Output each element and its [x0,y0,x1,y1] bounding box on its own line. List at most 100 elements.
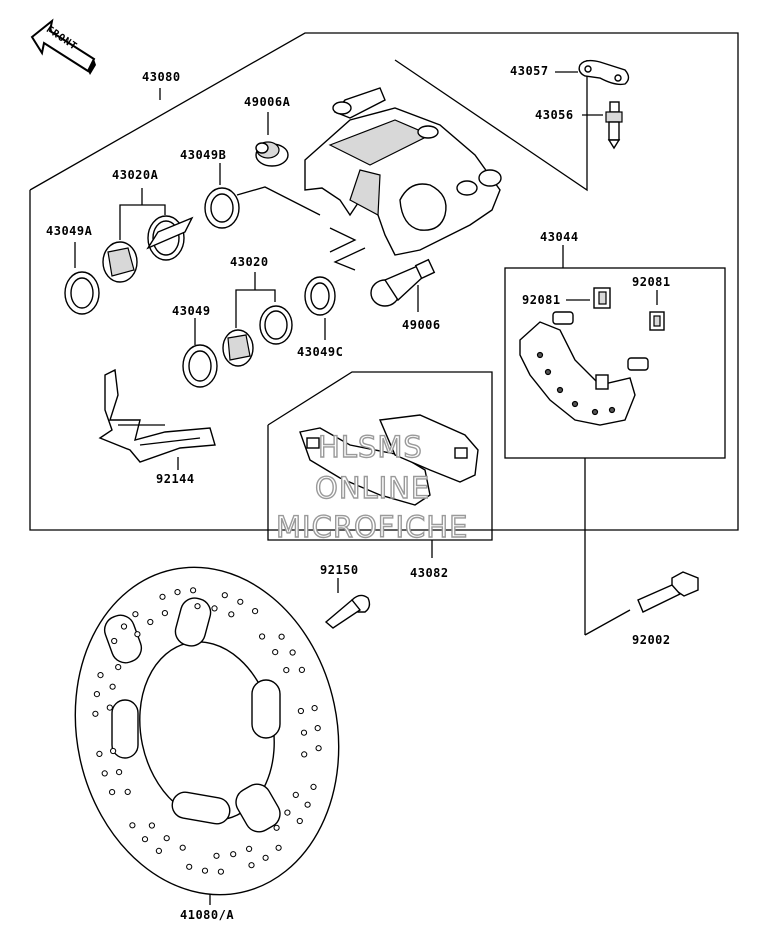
disc-hole [296,817,303,825]
label-43049: 43049 [172,304,211,318]
spring-92144 [98,368,216,463]
disc-hole [228,611,235,618]
label-43020: 43020 [230,255,269,269]
disc-hole [246,845,253,853]
label-49006A: 49006A [244,95,291,109]
label-43049C: 43049C [297,345,344,359]
label-43044: 43044 [540,230,579,244]
label-43049B: 43049B [180,148,227,162]
bolt-92002 [637,571,699,613]
disc-hole [116,769,123,776]
disc-hole [314,725,321,732]
disc-hole [237,598,244,605]
disc-hole [93,691,101,698]
bracket-43044 [519,311,649,426]
disc-hole [110,747,117,755]
label-43049A: 43049A [46,224,93,238]
clip-92081-a [593,287,611,309]
disc-hole [217,868,224,875]
disc-hole [109,789,116,796]
disc-hole [155,847,162,855]
label-43056: 43056 [535,108,574,122]
disc-hole [92,710,99,717]
disc-hole [304,801,311,808]
disc-hole [97,672,104,679]
disc-hole [211,605,218,612]
watermark-line1: HLSMS [317,430,423,464]
watermark-line3: MICROFICHE [275,510,469,544]
bolt-92150 [324,594,371,629]
piston-43020 [222,305,293,367]
bracket-frame [504,267,726,459]
disc-hole [111,637,118,645]
caliper-body [304,87,502,256]
seal-43049 [182,344,218,388]
disc-hole [129,822,136,829]
disc-hole [174,589,181,596]
disc-hole [315,745,322,752]
disc-hole [148,822,155,829]
disc-hole [311,705,318,712]
label-43057: 43057 [510,64,549,78]
disc-hole [147,618,154,626]
disc-hole [283,667,290,674]
disc-hole [289,649,296,656]
disc-hole [252,608,259,615]
disc-hole [275,844,282,851]
label-43082: 43082 [410,566,449,580]
front-arrow-icon [30,18,96,75]
label-92144: 92144 [156,472,195,486]
disc-holes [92,587,322,875]
label-41080A: 41080/A [180,908,235,922]
disc-hole [194,603,201,610]
disc-hole [273,824,280,831]
disc-hole [109,683,116,690]
seal-43049B [204,187,240,229]
seal-43049A [64,271,100,315]
piston-43020A [102,215,194,283]
clip-92081-b [649,311,665,331]
disc-hole [120,623,128,630]
disc-hole [115,664,122,671]
disc-hole [124,788,131,796]
disc-hole [221,592,228,599]
disc-hole [297,707,304,715]
boot-49006A [255,141,289,167]
disc-hole [278,633,285,640]
disc-hole [284,809,291,816]
disc-hole [259,633,266,640]
disc-hole [159,593,166,600]
brake-pads-43082 [299,414,479,506]
disc-hole [141,836,149,843]
disc-hole [106,704,113,711]
guide-lower [333,247,366,271]
disc-hole [96,750,103,758]
disc-hole [300,729,308,736]
disc-hole [201,867,209,874]
disc-hole [310,783,317,791]
disc-hole [190,587,197,594]
disc-hole [161,610,168,617]
disc-hole [262,854,269,861]
disc-hole [132,611,139,618]
label-92081-a: 92081 [522,293,561,307]
disc-hole [248,862,255,869]
disc-hole [213,852,220,859]
disc-hole [179,844,186,851]
label-43020A: 43020A [112,168,159,182]
disc-hole [163,835,170,842]
label-43080: 43080 [142,70,181,84]
disc-hole [134,631,141,638]
disc-hole [186,863,193,870]
guide-upper [236,186,321,216]
watermark-line2: ONLINE [314,471,431,505]
plate-43057 [578,59,630,86]
label-92081-b: 92081 [632,275,671,289]
seal-43049C [304,276,336,316]
disc-hole [101,770,108,777]
disc-hole [301,751,308,758]
disc-hole [298,666,305,674]
caliper-assembly-frame [29,32,739,531]
disc-hole [292,791,299,799]
